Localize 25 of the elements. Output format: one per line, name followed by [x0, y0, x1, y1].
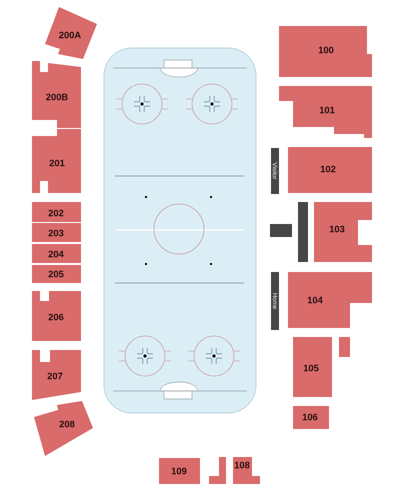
- seating-section: 202: [32, 202, 81, 222]
- seating-section: 200B: [32, 61, 81, 128]
- node-label: 203: [48, 230, 64, 236]
- bench-bar: [270, 224, 292, 237]
- seating-section: 204: [32, 244, 81, 263]
- bench-bar: [298, 202, 308, 262]
- seating-section: [339, 337, 350, 357]
- seating-section: 102: [288, 147, 372, 193]
- seating-section: [209, 457, 226, 484]
- seating-section: 201: [32, 129, 81, 193]
- seating-section: 101: [279, 86, 372, 138]
- node-label: 202: [48, 210, 64, 216]
- seating-section: 207: [32, 350, 81, 400]
- seating-section: 200A: [45, 7, 97, 59]
- seating-section: 206: [32, 291, 81, 341]
- seating-section: 104: [288, 272, 372, 328]
- seating-section: 100: [279, 26, 372, 77]
- seating-section: 203: [32, 223, 81, 242]
- seating-section: 103: [314, 202, 372, 262]
- seating-section: 108: [233, 457, 260, 484]
- seating-section: 109: [159, 458, 200, 484]
- seating-section: 208: [34, 401, 93, 456]
- seating-section: 105: [293, 337, 332, 397]
- seating-section: 106: [293, 406, 329, 429]
- seating-section: 205: [32, 265, 81, 283]
